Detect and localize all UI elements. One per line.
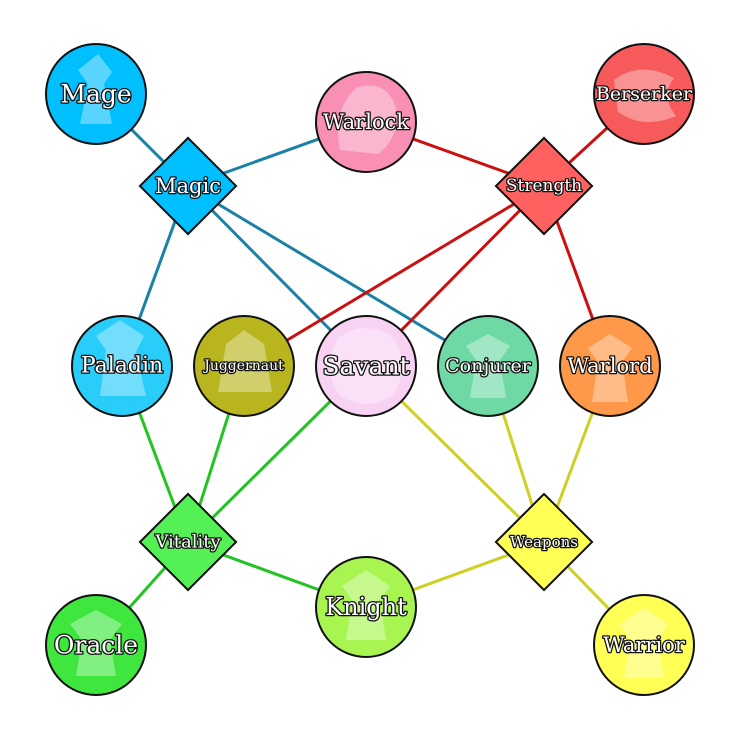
class-node-conjurer[interactable]: Conjurer [437, 315, 539, 417]
class-node-savant[interactable]: Savant [315, 315, 417, 417]
berserker-figure-icon [614, 69, 676, 123]
strength-label: Strength [506, 176, 582, 196]
mage-label: Mage [60, 80, 131, 109]
juggernaut-label: Juggernaut [202, 358, 284, 374]
link-magic-conjurer [187, 184, 489, 368]
class-node-knight[interactable]: Knight [315, 556, 417, 658]
savant-label: Savant [322, 352, 409, 381]
class-node-juggernaut[interactable]: Juggernaut [193, 315, 295, 417]
warlock-figure-icon [338, 85, 397, 154]
warlock-label: Warlock [323, 110, 409, 134]
link-strength-juggernaut [243, 184, 545, 368]
warlord-figure-icon [588, 334, 632, 402]
paladin-label: Paladin [81, 354, 163, 379]
conjurer-figure-icon [466, 334, 510, 398]
class-node-paladin[interactable]: Paladin [71, 315, 173, 417]
stat-node-vitality[interactable]: Vitality [138, 492, 238, 592]
stat-node-weapons[interactable]: Weapons [494, 492, 594, 592]
vitality-label: Vitality [154, 532, 221, 553]
class-node-mage[interactable]: Mage [45, 43, 147, 145]
class-node-warlord[interactable]: Warlord [559, 315, 661, 417]
class-node-berserker[interactable]: Berserker [593, 43, 695, 145]
oracle-label: Oracle [54, 631, 138, 660]
knight-label: Knight [325, 593, 407, 621]
class-node-warlock[interactable]: Warlock [315, 71, 417, 173]
berserker-label: Berserker [596, 83, 693, 105]
magic-label: Magic [155, 174, 221, 198]
weapons-label: Weapons [510, 533, 578, 551]
warlord-label: Warlord [567, 354, 652, 378]
knight-figure-icon [342, 570, 390, 640]
warrior-label: Warrior [603, 633, 686, 657]
oracle-figure-icon [70, 610, 122, 676]
savant-figure-icon [330, 328, 402, 404]
conjurer-label: Conjurer [445, 355, 532, 377]
mage-figure-icon [78, 54, 112, 124]
stat-node-magic[interactable]: Magic [138, 136, 238, 236]
class-node-oracle[interactable]: Oracle [45, 594, 147, 696]
class-node-warrior[interactable]: Warrior [593, 594, 695, 696]
juggernaut-figure-icon [218, 330, 272, 392]
stat-node-strength[interactable]: Strength [494, 136, 594, 236]
warrior-figure-icon [620, 608, 668, 678]
paladin-figure-icon [96, 320, 146, 396]
